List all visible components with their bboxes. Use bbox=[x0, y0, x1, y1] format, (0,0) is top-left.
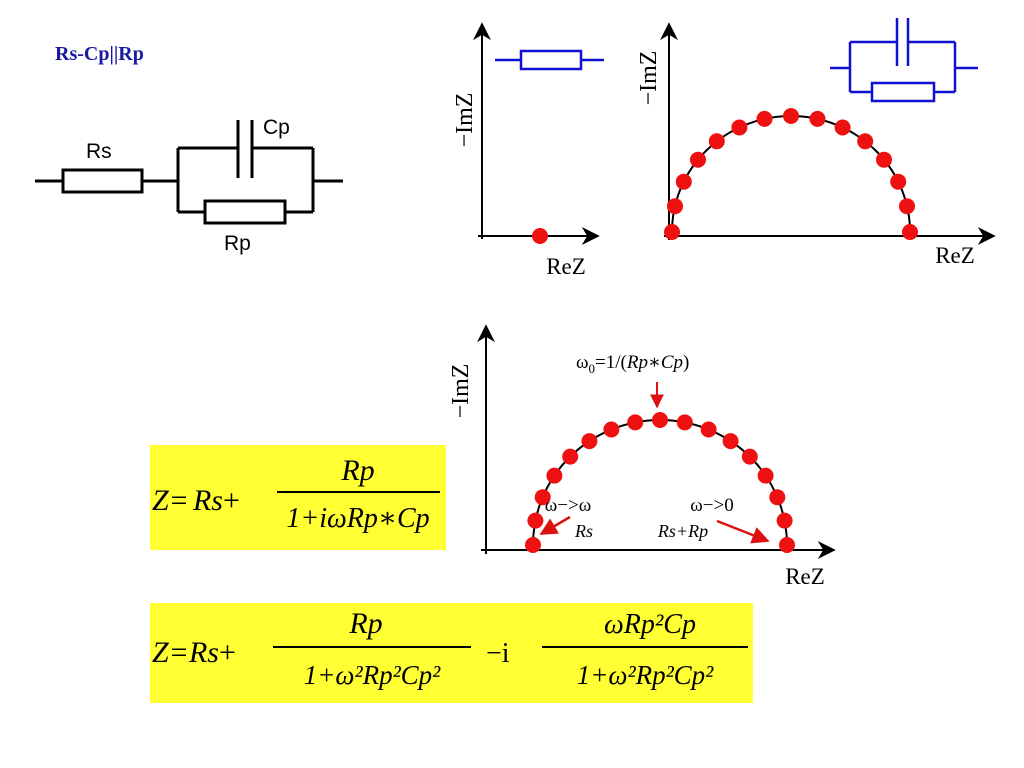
low-frequency-value: Rs+Rp bbox=[657, 521, 708, 541]
data-point bbox=[603, 421, 620, 438]
minus-i: −i bbox=[486, 638, 510, 669]
data-point bbox=[776, 512, 793, 529]
formula-real-imag-parts: Z=Rs+ Rp 1+ω²Rp²Cp² −i ωRp²Cp 1+ω²Rp²Cp² bbox=[150, 603, 753, 703]
data-point bbox=[783, 108, 799, 124]
data-point bbox=[527, 512, 544, 529]
data-point bbox=[532, 228, 548, 244]
data-point bbox=[834, 119, 851, 136]
resistor-symbol-blue bbox=[495, 49, 604, 71]
data-point bbox=[769, 489, 786, 506]
data-point bbox=[664, 224, 680, 240]
data-point bbox=[652, 412, 668, 428]
high-frequency-arrow bbox=[539, 515, 571, 536]
data-point bbox=[562, 448, 579, 465]
plot-main: −ImZ ReZ ω0=1/(Rp∗Cp) ω−>ω Rs ω−>0 Rs+Rp bbox=[448, 324, 836, 589]
high-frequency-label: ω−>ω bbox=[545, 495, 591, 516]
formula-lhs: Z=Rs+ bbox=[152, 636, 236, 669]
denominator-real: 1+ω²Rp²Cp² bbox=[304, 660, 441, 690]
y-axis-label: −ImZ bbox=[448, 364, 474, 419]
plot-rc-semicircle: −ImZ ReZ bbox=[636, 18, 996, 268]
low-frequency-label: ω−>0 bbox=[690, 495, 733, 516]
data-point bbox=[667, 198, 683, 215]
data-point bbox=[690, 151, 706, 168]
resistor-rp bbox=[203, 199, 287, 225]
formula-highlight bbox=[150, 445, 446, 550]
data-point bbox=[899, 198, 915, 215]
rc-parallel-symbol-blue bbox=[830, 18, 978, 103]
data-point bbox=[741, 448, 758, 465]
resistor-rs bbox=[61, 168, 144, 194]
y-axis-label: −ImZ bbox=[636, 51, 662, 106]
data-point bbox=[757, 467, 774, 484]
cp-label: Cp bbox=[263, 116, 290, 139]
data-point bbox=[890, 173, 907, 190]
fit-curve bbox=[671, 115, 911, 233]
data-point bbox=[534, 489, 551, 506]
data-point bbox=[546, 467, 563, 484]
rs-label: Rs bbox=[86, 140, 112, 163]
denominator-imag: 1+ω²Rp²Cp² bbox=[577, 660, 714, 690]
formula-complex-impedance: Z=Rs+ Rp 1+iωRp∗Cp bbox=[150, 445, 446, 550]
formula-lhs: Z=Rs+ bbox=[152, 484, 240, 517]
data-point bbox=[809, 110, 826, 127]
data-point bbox=[779, 537, 795, 553]
data-point bbox=[876, 151, 892, 168]
data-point bbox=[627, 414, 644, 431]
y-axis-label: −ImZ bbox=[452, 93, 478, 148]
rp-label: Rp bbox=[224, 232, 251, 255]
formula-denominator: 1+iωRp∗Cp bbox=[286, 503, 429, 534]
data-point bbox=[756, 110, 773, 127]
x-axis-label: ReZ bbox=[935, 243, 975, 268]
data-point bbox=[525, 537, 541, 553]
high-frequency-value: Rs bbox=[574, 521, 593, 541]
data-point bbox=[708, 133, 725, 150]
data-point bbox=[902, 224, 918, 240]
semicircle-plot bbox=[525, 412, 795, 553]
data-point bbox=[675, 173, 692, 190]
omega0-label: ω0=1/(Rp∗Cp) bbox=[576, 352, 689, 376]
slide-title: Rs-Cp||Rp bbox=[55, 43, 144, 65]
data-point bbox=[676, 414, 693, 431]
data-point bbox=[857, 133, 874, 150]
data-point bbox=[700, 421, 717, 438]
semicircle-plot bbox=[664, 108, 918, 240]
formula-numerator: Rp bbox=[340, 454, 374, 487]
x-axis-label: ReZ bbox=[546, 254, 586, 279]
numerator-imag: ωRp²Cp bbox=[604, 609, 696, 640]
data-point bbox=[581, 433, 598, 450]
data-point bbox=[731, 119, 748, 136]
plot-resistor: −ImZ ReZ bbox=[452, 22, 604, 279]
x-axis-label: ReZ bbox=[785, 564, 825, 589]
numerator-real: Rp bbox=[348, 607, 382, 640]
low-frequency-arrow bbox=[716, 519, 770, 544]
data-point bbox=[722, 433, 739, 450]
circuit-schematic bbox=[35, 120, 343, 225]
formula-highlight bbox=[150, 603, 753, 703]
